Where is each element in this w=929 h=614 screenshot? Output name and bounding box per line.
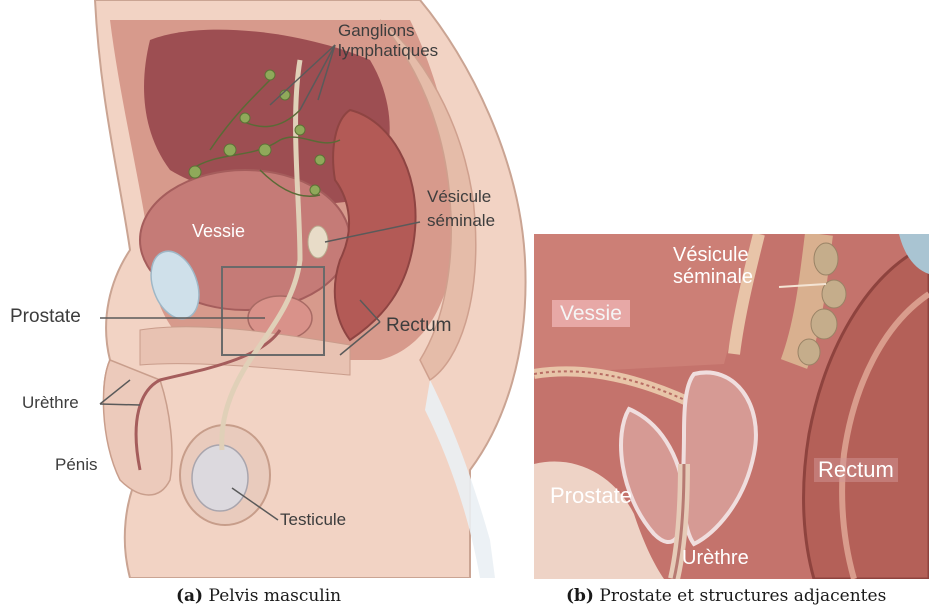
label-vesicule-b-line2: séminale	[673, 266, 753, 288]
label-rectum: Rectum	[386, 316, 451, 336]
panel-pelvis-illustration: Ganglions lymphatiques Vésicule séminale…	[0, 0, 530, 578]
caption-b: (b) Prostate et structures adjacentes	[566, 586, 886, 606]
label-vessie-b: Vessie	[552, 300, 630, 327]
label-penis: Pénis	[55, 456, 98, 474]
label-ganglions-line1: Ganglions	[338, 22, 415, 40]
label-vessie: Vessie	[192, 222, 245, 241]
caption-b-text: Prostate et structures adjacentes	[599, 586, 886, 606]
label-urethre: Urèthre	[22, 394, 79, 412]
label-testicule: Testicule	[280, 511, 346, 529]
label-vesicule-b-line1: Vésicule	[673, 244, 749, 266]
label-urethre-b: Urèthre	[682, 547, 749, 569]
caption-a: (a) Pelvis masculin	[176, 586, 341, 606]
pelvis-illustration	[0, 0, 530, 578]
label-ganglions-line2: lymphatiques	[338, 42, 438, 60]
label-vesicule-line1: Vésicule	[427, 188, 491, 206]
label-rectum-b: Rectum	[814, 458, 898, 482]
caption-a-tag: (a)	[176, 586, 203, 606]
caption-b-tag: (b)	[566, 586, 594, 606]
label-prostate: Prostate	[10, 307, 81, 327]
caption-a-text: Pelvis masculin	[209, 586, 342, 606]
panel-prostate-detail: Vésicule séminale Vessie Prostate Rectum…	[534, 234, 929, 579]
label-vesicule-line2: séminale	[427, 212, 495, 230]
label-prostate-b: Prostate	[550, 484, 632, 508]
